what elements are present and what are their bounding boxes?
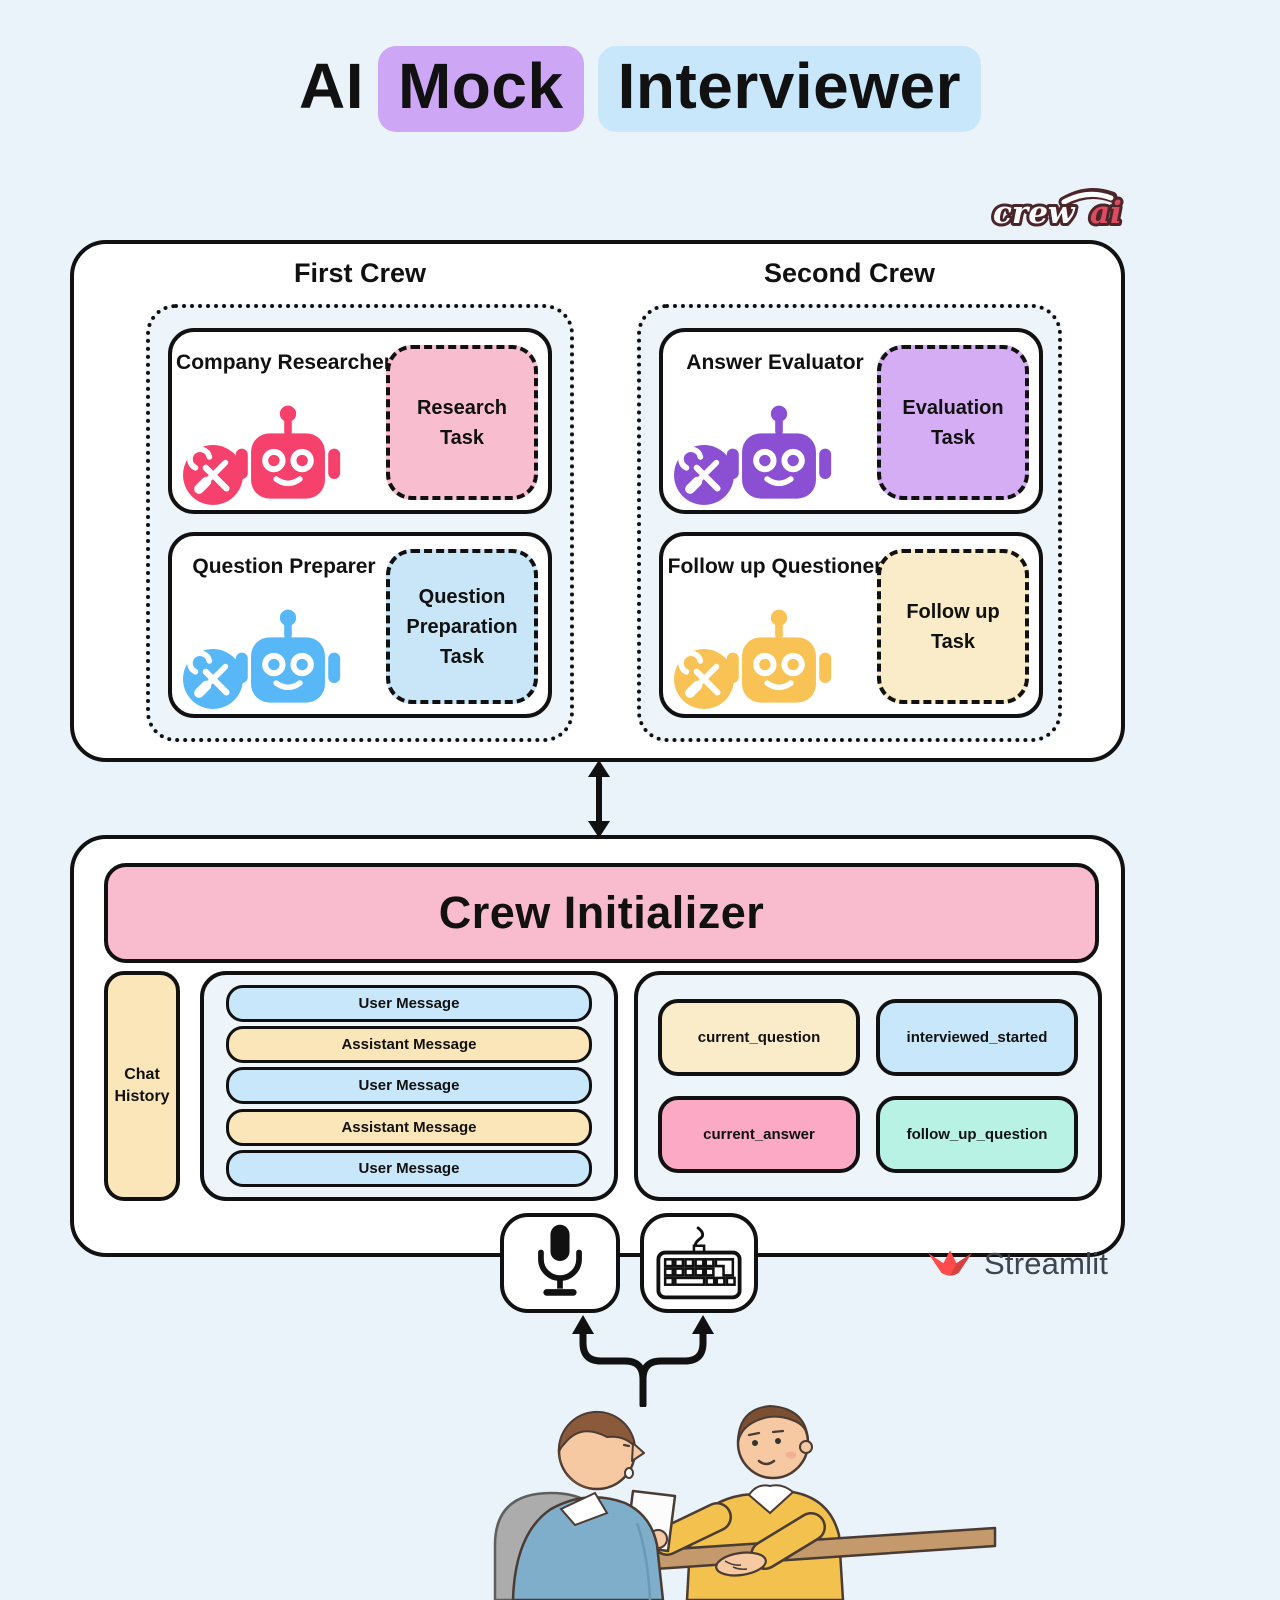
tools-icon — [673, 444, 735, 506]
streamlit-crown-icon — [926, 1248, 974, 1280]
tools-icon — [673, 648, 735, 710]
crewai-logo: crew ai — [988, 186, 1140, 234]
agent-card-company-researcher: Company Researcher — [168, 328, 552, 514]
task-box-follow-up: Follow up Task — [877, 549, 1029, 704]
first-crew-box: Company Researcher — [146, 304, 574, 742]
chat-history-label: Chat History — [104, 971, 180, 1201]
title-word-ai: AI — [298, 50, 364, 122]
second-crew-label: Second Crew — [763, 258, 936, 288]
agent-name: Question Preparer — [192, 555, 376, 578]
double-arrow-icon — [580, 760, 618, 838]
second-crew-box: Answer Evaluator — [637, 304, 1062, 742]
message-pill: Assistant Message — [226, 1108, 592, 1146]
task-box-question-preparation: Question Preparation Task — [386, 549, 538, 704]
task-box-evaluation: Evaluation Task — [877, 345, 1029, 500]
agent-name: Company Researcher — [176, 351, 392, 374]
title-word-mock: Mock — [377, 46, 584, 132]
session-state-box: current_question interviewed_started cur… — [634, 971, 1102, 1201]
app-panel: Crew Initializer Chat History User Messa… — [70, 835, 1125, 1257]
message-pill: Assistant Message — [226, 1026, 592, 1064]
title-word-interviewer: Interviewer — [597, 46, 982, 132]
first-crew-label: First Crew — [293, 258, 427, 288]
tools-icon — [182, 444, 244, 506]
streamlit-logo: Streamlit — [926, 1246, 1108, 1282]
crewai-logo-ai: ai — [1090, 195, 1122, 231]
page-title: AI Mock Interviewer — [0, 46, 1280, 132]
crew-initializer-banner: Crew Initializer — [104, 863, 1099, 963]
agent-card-follow-up-questioner: Follow up Questioner — [659, 532, 1043, 718]
state-follow-up-question: follow_up_question — [876, 1096, 1078, 1173]
task-box-research: Research Task — [386, 345, 538, 500]
keyboard-icon — [655, 1221, 743, 1306]
tools-icon — [182, 648, 244, 710]
agent-name: Follow up Questioner — [667, 555, 883, 578]
split-arrow-icon — [555, 1315, 727, 1409]
state-current-question: current_question — [658, 999, 860, 1076]
state-interviewed-started: interviewed_started — [876, 999, 1078, 1076]
message-pill: User Message — [226, 985, 592, 1023]
crews-panel: First Crew Company Researcher — [70, 240, 1125, 762]
agent-card-answer-evaluator: Answer Evaluator — [659, 328, 1043, 514]
agent-name: Answer Evaluator — [686, 351, 864, 374]
microphone-icon — [528, 1221, 592, 1306]
agent-card-question-preparer: Question Preparer — [168, 532, 552, 718]
microphone-box — [500, 1213, 620, 1313]
streamlit-label: Streamlit — [984, 1246, 1109, 1281]
keyboard-box — [640, 1213, 758, 1313]
state-current-answer: current_answer — [658, 1096, 860, 1173]
message-pill: User Message — [226, 1149, 592, 1187]
chat-history-messages: User Message Assistant Message User Mess… — [200, 971, 618, 1201]
interview-illustration — [455, 1383, 1015, 1600]
crewai-logo-crew: crew — [993, 195, 1076, 231]
robot-icon — [723, 608, 835, 708]
robot-icon — [232, 608, 344, 708]
robot-icon — [232, 404, 344, 504]
message-pill: User Message — [226, 1067, 592, 1105]
robot-icon — [723, 404, 835, 504]
